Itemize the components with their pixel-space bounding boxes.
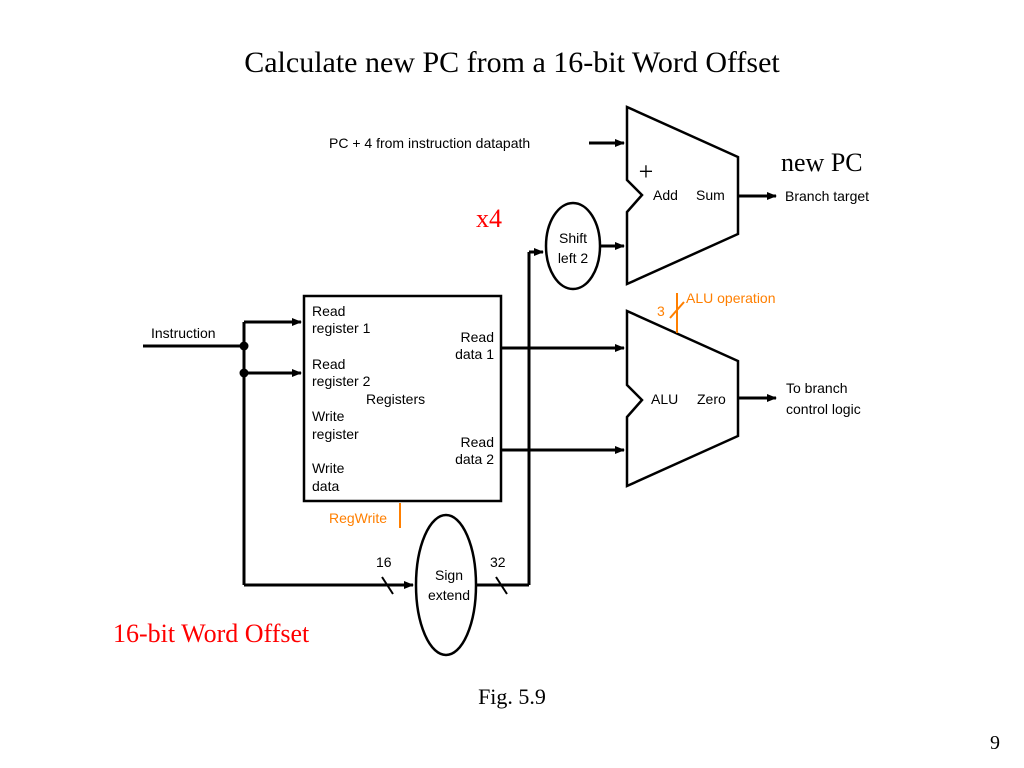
write-register-l1: Write [312,408,345,424]
write-register-l2: register [312,426,359,442]
sum-label: Sum [696,187,725,203]
registers-title: Registers [366,391,425,407]
word-offset-annotation: 16-bit Word Offset [113,619,310,648]
add-label: Add [653,187,678,203]
sign-extend-line2: extend [428,587,470,603]
pc-input-label: PC + 4 from instruction datapath [329,135,530,151]
adder-shape [625,105,740,286]
write-data-l1: Write [312,460,345,476]
read-register-2-l1: Read [312,356,345,372]
read-data-2-l1: Read [461,434,494,450]
junction-dot [239,341,249,351]
instruction-label: Instruction [151,325,216,341]
width-16-slash [381,576,394,595]
alu-operation-width: 3 [657,303,665,319]
sign-extend-unit [414,513,478,657]
alu-operation-label: ALU operation [686,290,776,306]
read-data-2-l2: data 2 [455,451,494,467]
branch-target-label: Branch target [785,188,869,204]
new-pc-annotation: new PC [781,148,863,177]
width-32-label: 32 [490,554,506,570]
to-branch-line2: control logic [786,401,861,417]
width-16-label: 16 [376,554,392,570]
alu-operation-width-slash [669,301,685,319]
figure-caption: Fig. 5.9 [478,684,546,709]
junction-dot [239,368,249,378]
shift-label-line1: Shift [559,230,587,246]
alu-shape [625,309,740,488]
regwrite-label: RegWrite [329,510,387,526]
alu-label: ALU [651,391,678,407]
plus-annotation: + [639,157,654,186]
read-register-1-l1: Read [312,303,345,319]
shift-label-line2: left 2 [558,250,589,266]
read-register-2-l2: register 2 [312,373,371,389]
register-file [302,294,503,503]
page-number: 9 [990,732,1000,754]
to-branch-line1: To branch [786,380,847,396]
read-data-1-l1: Read [461,329,494,345]
x4-annotation: x4 [476,204,502,233]
shift-left-2-unit [544,201,602,291]
zero-label: Zero [697,391,726,407]
read-data-1-l2: data 1 [455,346,494,362]
read-register-1-l2: register 1 [312,320,371,336]
sign-extend-line1: Sign [435,567,463,583]
write-data-l2: data [312,478,339,494]
slide-title: Calculate new PC from a 16-bit Word Offs… [244,46,780,79]
